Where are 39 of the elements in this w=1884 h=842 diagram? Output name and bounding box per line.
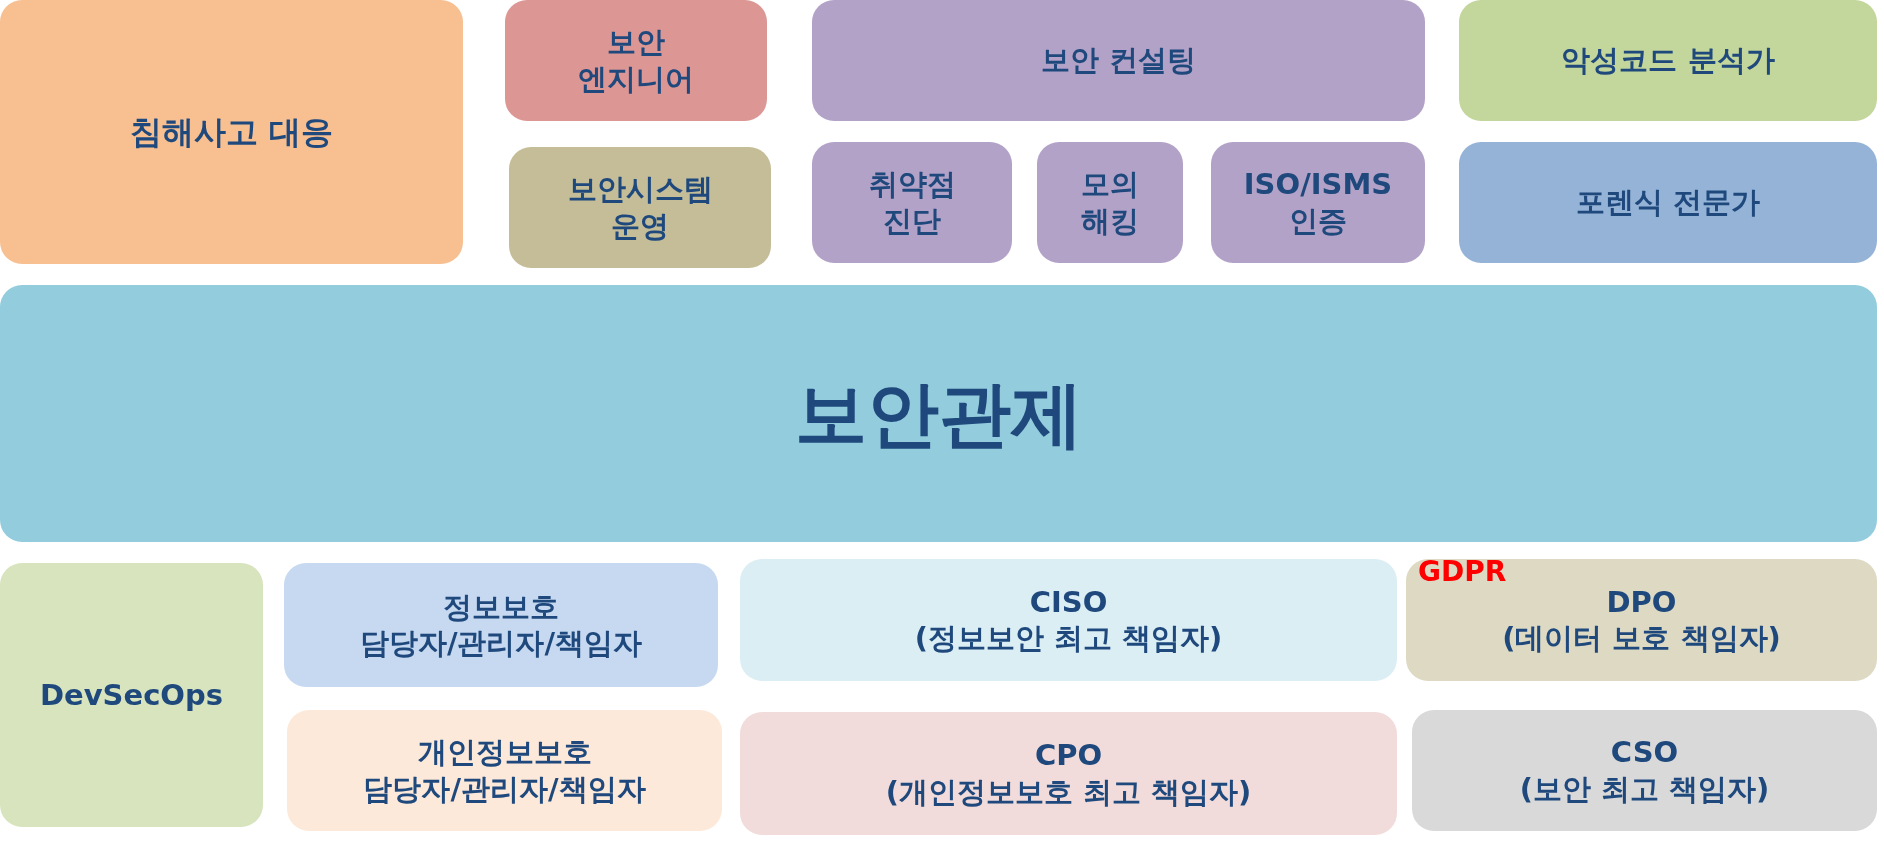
role-box: [812, 142, 1012, 263]
role-box: [505, 0, 767, 121]
role-label: DPO: [1606, 583, 1677, 620]
role-label: 보안시스템 운영: [567, 171, 713, 244]
role-box: [1459, 142, 1877, 263]
role-box: [287, 710, 722, 831]
tag-label: GDPR: [1418, 555, 1507, 588]
role-box: [1459, 0, 1877, 121]
role-box: [740, 559, 1397, 681]
role-box: [1412, 710, 1877, 831]
role-label: 보안관제: [794, 370, 1083, 458]
role-label: (데이터 보호 책임자): [1502, 620, 1781, 657]
role-box: [0, 285, 1877, 542]
role-box: [509, 147, 771, 268]
role-box: [812, 0, 1425, 121]
role-box: [1037, 142, 1183, 263]
role-label: 보안 엔지니어: [578, 24, 694, 97]
role-box: [1211, 142, 1425, 263]
role-box: [0, 0, 463, 264]
role-box: [284, 563, 718, 687]
role-label: 악성코드 분석가: [1561, 42, 1775, 79]
role-label: (정보보안 최고 책임자): [914, 620, 1223, 657]
role-label: 포렌식 전문가: [1575, 184, 1761, 221]
role-label: (보안 최고 책임자): [1519, 770, 1770, 807]
role-label: DevSecOps: [39, 676, 224, 714]
role-box: [740, 712, 1397, 835]
role-box: [0, 563, 263, 827]
role-label: CPO: [1034, 737, 1103, 774]
role-label: CISO: [1029, 583, 1108, 620]
role-label: ISO/ISMS 인증: [1243, 166, 1393, 239]
role-label: 침해사고 대응: [129, 112, 334, 152]
role-label: 보안 컨설팅: [1040, 42, 1197, 79]
role-label: 모의 해킹: [1081, 166, 1139, 239]
role-label: 개인정보보호 담당자/관리자/책임자: [363, 734, 646, 807]
role-box: [1406, 559, 1877, 681]
role-label: CSO: [1610, 734, 1679, 771]
role-label: (개인정보보호 최고 책임자): [885, 773, 1252, 810]
role-label: 정보보호 담당자/관리자/책임자: [359, 588, 643, 662]
role-label: 취약점 진단: [868, 166, 956, 239]
